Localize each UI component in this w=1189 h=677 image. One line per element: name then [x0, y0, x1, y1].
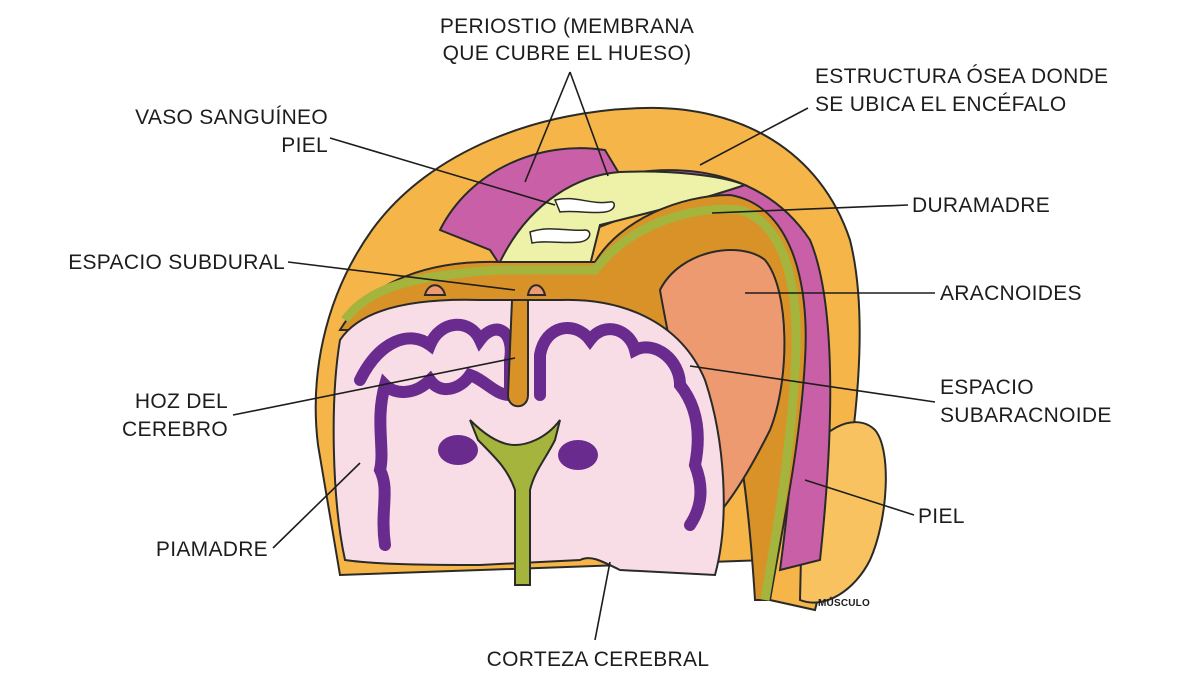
label-espacio-subaracnoide-line2: SUBARACNOIDE [940, 404, 1112, 427]
label-periostio-line2: QUE CUBRE EL HUESO) [443, 42, 692, 65]
label-duramadre: DURAMADRE [912, 194, 1050, 217]
label-vaso-line1: VASO SANGUÍNEO [135, 106, 328, 129]
label-piamadre: PIAMADRE [156, 538, 268, 561]
label-corteza: CORTEZA CEREBRAL [487, 648, 710, 671]
label-aracnoides: ARACNOIDES [940, 282, 1082, 305]
label-espacio-subdural: ESPACIO SUBDURAL [68, 251, 285, 274]
falx-cerebri [508, 300, 528, 406]
label-musculo: MÚSCULO [818, 596, 870, 609]
blood-vessel-lower [530, 229, 590, 243]
label-hoz-line1: HOZ DEL [135, 390, 228, 413]
label-periostio-line1: PERIOSTIO (MEMBRANA [440, 15, 694, 38]
label-estructura-line1: ESTRUCTURA ÓSEA DONDE [815, 65, 1108, 88]
label-vaso-line2: PIEL [281, 134, 328, 157]
label-espacio-subaracnoide-line1: ESPACIO [940, 376, 1034, 399]
label-piel: PIEL [918, 505, 965, 528]
ventricle-right [558, 440, 598, 470]
head-illustration [316, 108, 886, 610]
ventricle-left [438, 435, 478, 465]
label-hoz-line2: CEREBRO [122, 418, 228, 441]
label-estructura-line2: SE UBICA EL ENCÉFALO [815, 93, 1066, 116]
